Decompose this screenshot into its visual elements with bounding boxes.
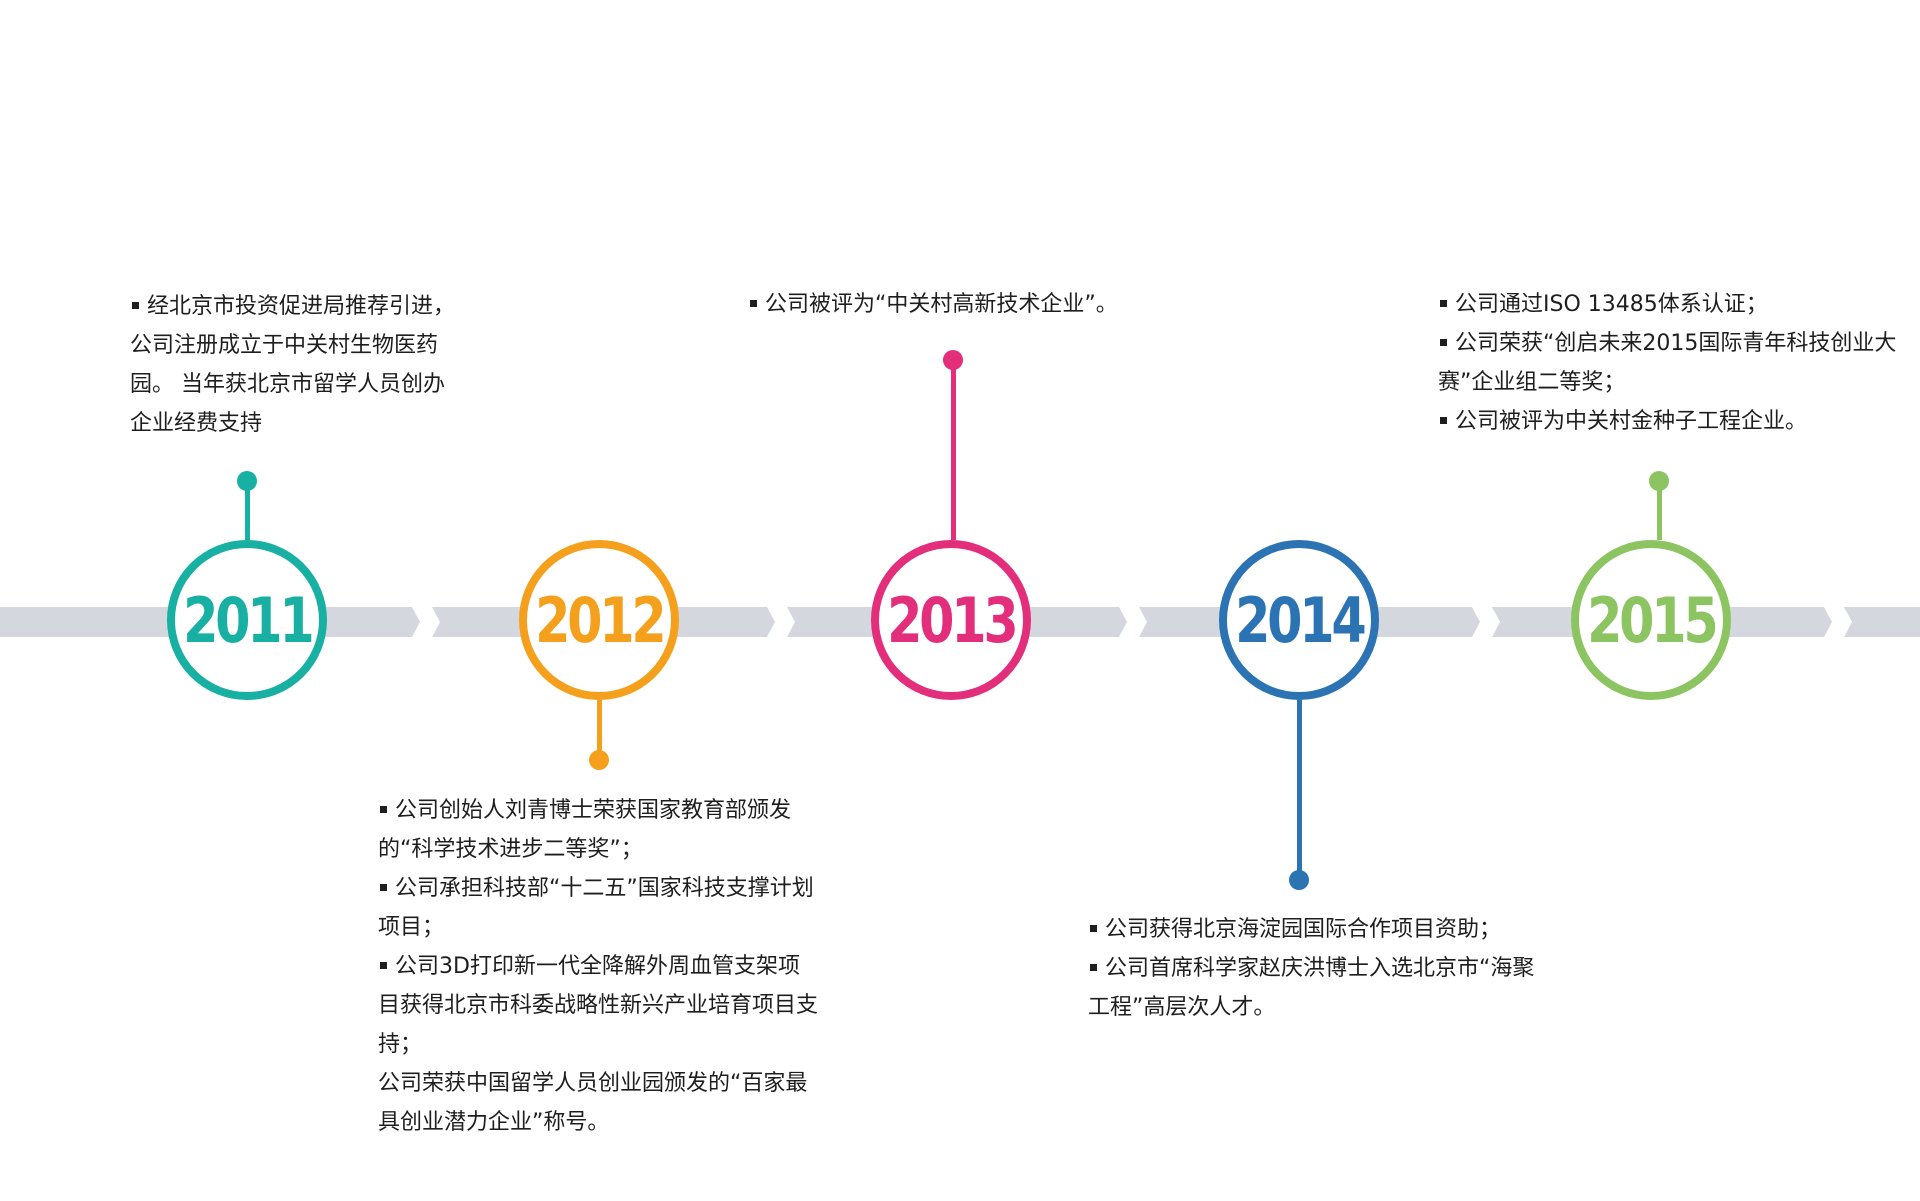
- connector-line: [245, 481, 250, 540]
- year-label: 2015: [1586, 583, 1719, 657]
- band-chevron: [1844, 607, 1920, 637]
- milestone-2014-item: 公司获得北京海淀园国际合作项目资助；: [1088, 910, 1548, 949]
- milestone-2012-description: 公司创始人刘青博士荣获国家教育部颁发的“科学技术进步二等奖”； 公司承担科技部“…: [378, 791, 818, 1142]
- connector-line: [597, 700, 602, 760]
- year-circle-2014: 2014: [1219, 540, 1379, 700]
- connector-line: [1297, 700, 1302, 880]
- year-circle-2015: 2015: [1571, 540, 1731, 700]
- year-label: 2014: [1234, 583, 1367, 657]
- milestone-2013-item: 公司被评为“中关村高新技术企业”。: [748, 285, 1308, 324]
- bullet-icon: [1090, 924, 1097, 932]
- bullet-icon: [750, 299, 757, 307]
- milestone-2015-item: 公司通过ISO 13485体系认证；: [1438, 285, 1908, 324]
- milestone-2013-description: 公司被评为“中关村高新技术企业”。: [748, 285, 1308, 324]
- milestone-2012-item: 公司承担科技部“十二五”国家科技支撑计划项目；: [378, 876, 814, 940]
- milestone-2012-item: 公司3D打印新一代全降解外周血管支架项目获得北京市科委战略性新兴产业培育项目支持…: [378, 954, 819, 1057]
- milestone-2012-item: 公司荣获中国留学人员创业园颁发的“百家最具创业潜力企业”称号。: [378, 1071, 808, 1135]
- bullet-icon: [1440, 338, 1447, 346]
- milestone-2014-item: 公司首席科学家赵庆洪博士入选北京市“海聚工程”高层次人才。: [1088, 956, 1535, 1020]
- year-circle-2012: 2012: [519, 540, 679, 700]
- bullet-icon: [380, 883, 387, 891]
- bullet-icon: [1090, 963, 1097, 971]
- year-label: 2013: [886, 583, 1019, 657]
- year-label: 2011: [182, 583, 315, 657]
- connector-line: [951, 360, 956, 540]
- bullet-icon: [1440, 299, 1447, 307]
- milestone-2015-description: 公司通过ISO 13485体系认证； 公司荣获“创启未来2015国际青年科技创业…: [1438, 285, 1908, 441]
- milestone-2015-item: 公司荣获“创启未来2015国际青年科技创业大赛”企业组二等奖；: [1438, 331, 1897, 395]
- bullet-icon: [132, 301, 139, 309]
- connector-dot: [589, 750, 609, 770]
- milestone-2014-description: 公司获得北京海淀园国际合作项目资助； 公司首席科学家赵庆洪博士入选北京市“海聚工…: [1088, 910, 1548, 1027]
- milestone-2015-item: 公司被评为中关村金种子工程企业。: [1438, 402, 1908, 441]
- milestone-2011-description: 经北京市投资促进局推荐引进， 公司注册成立于中关村生物医药园。 当年获北京市留学…: [130, 287, 455, 443]
- milestone-2011-item: 经北京市投资促进局推荐引进， 公司注册成立于中关村生物医药园。 当年获北京市留学…: [130, 294, 456, 436]
- year-circle-2013: 2013: [871, 540, 1031, 700]
- milestone-2012-item: 公司创始人刘青博士荣获国家教育部颁发的“科学技术进步二等奖”；: [378, 798, 792, 862]
- year-label: 2012: [534, 583, 667, 657]
- year-circle-2011: 2011: [167, 540, 327, 700]
- bullet-icon: [380, 961, 387, 969]
- connector-dot: [1289, 870, 1309, 890]
- connector-line: [1657, 481, 1662, 540]
- bullet-icon: [1440, 416, 1447, 424]
- bullet-icon: [380, 805, 387, 813]
